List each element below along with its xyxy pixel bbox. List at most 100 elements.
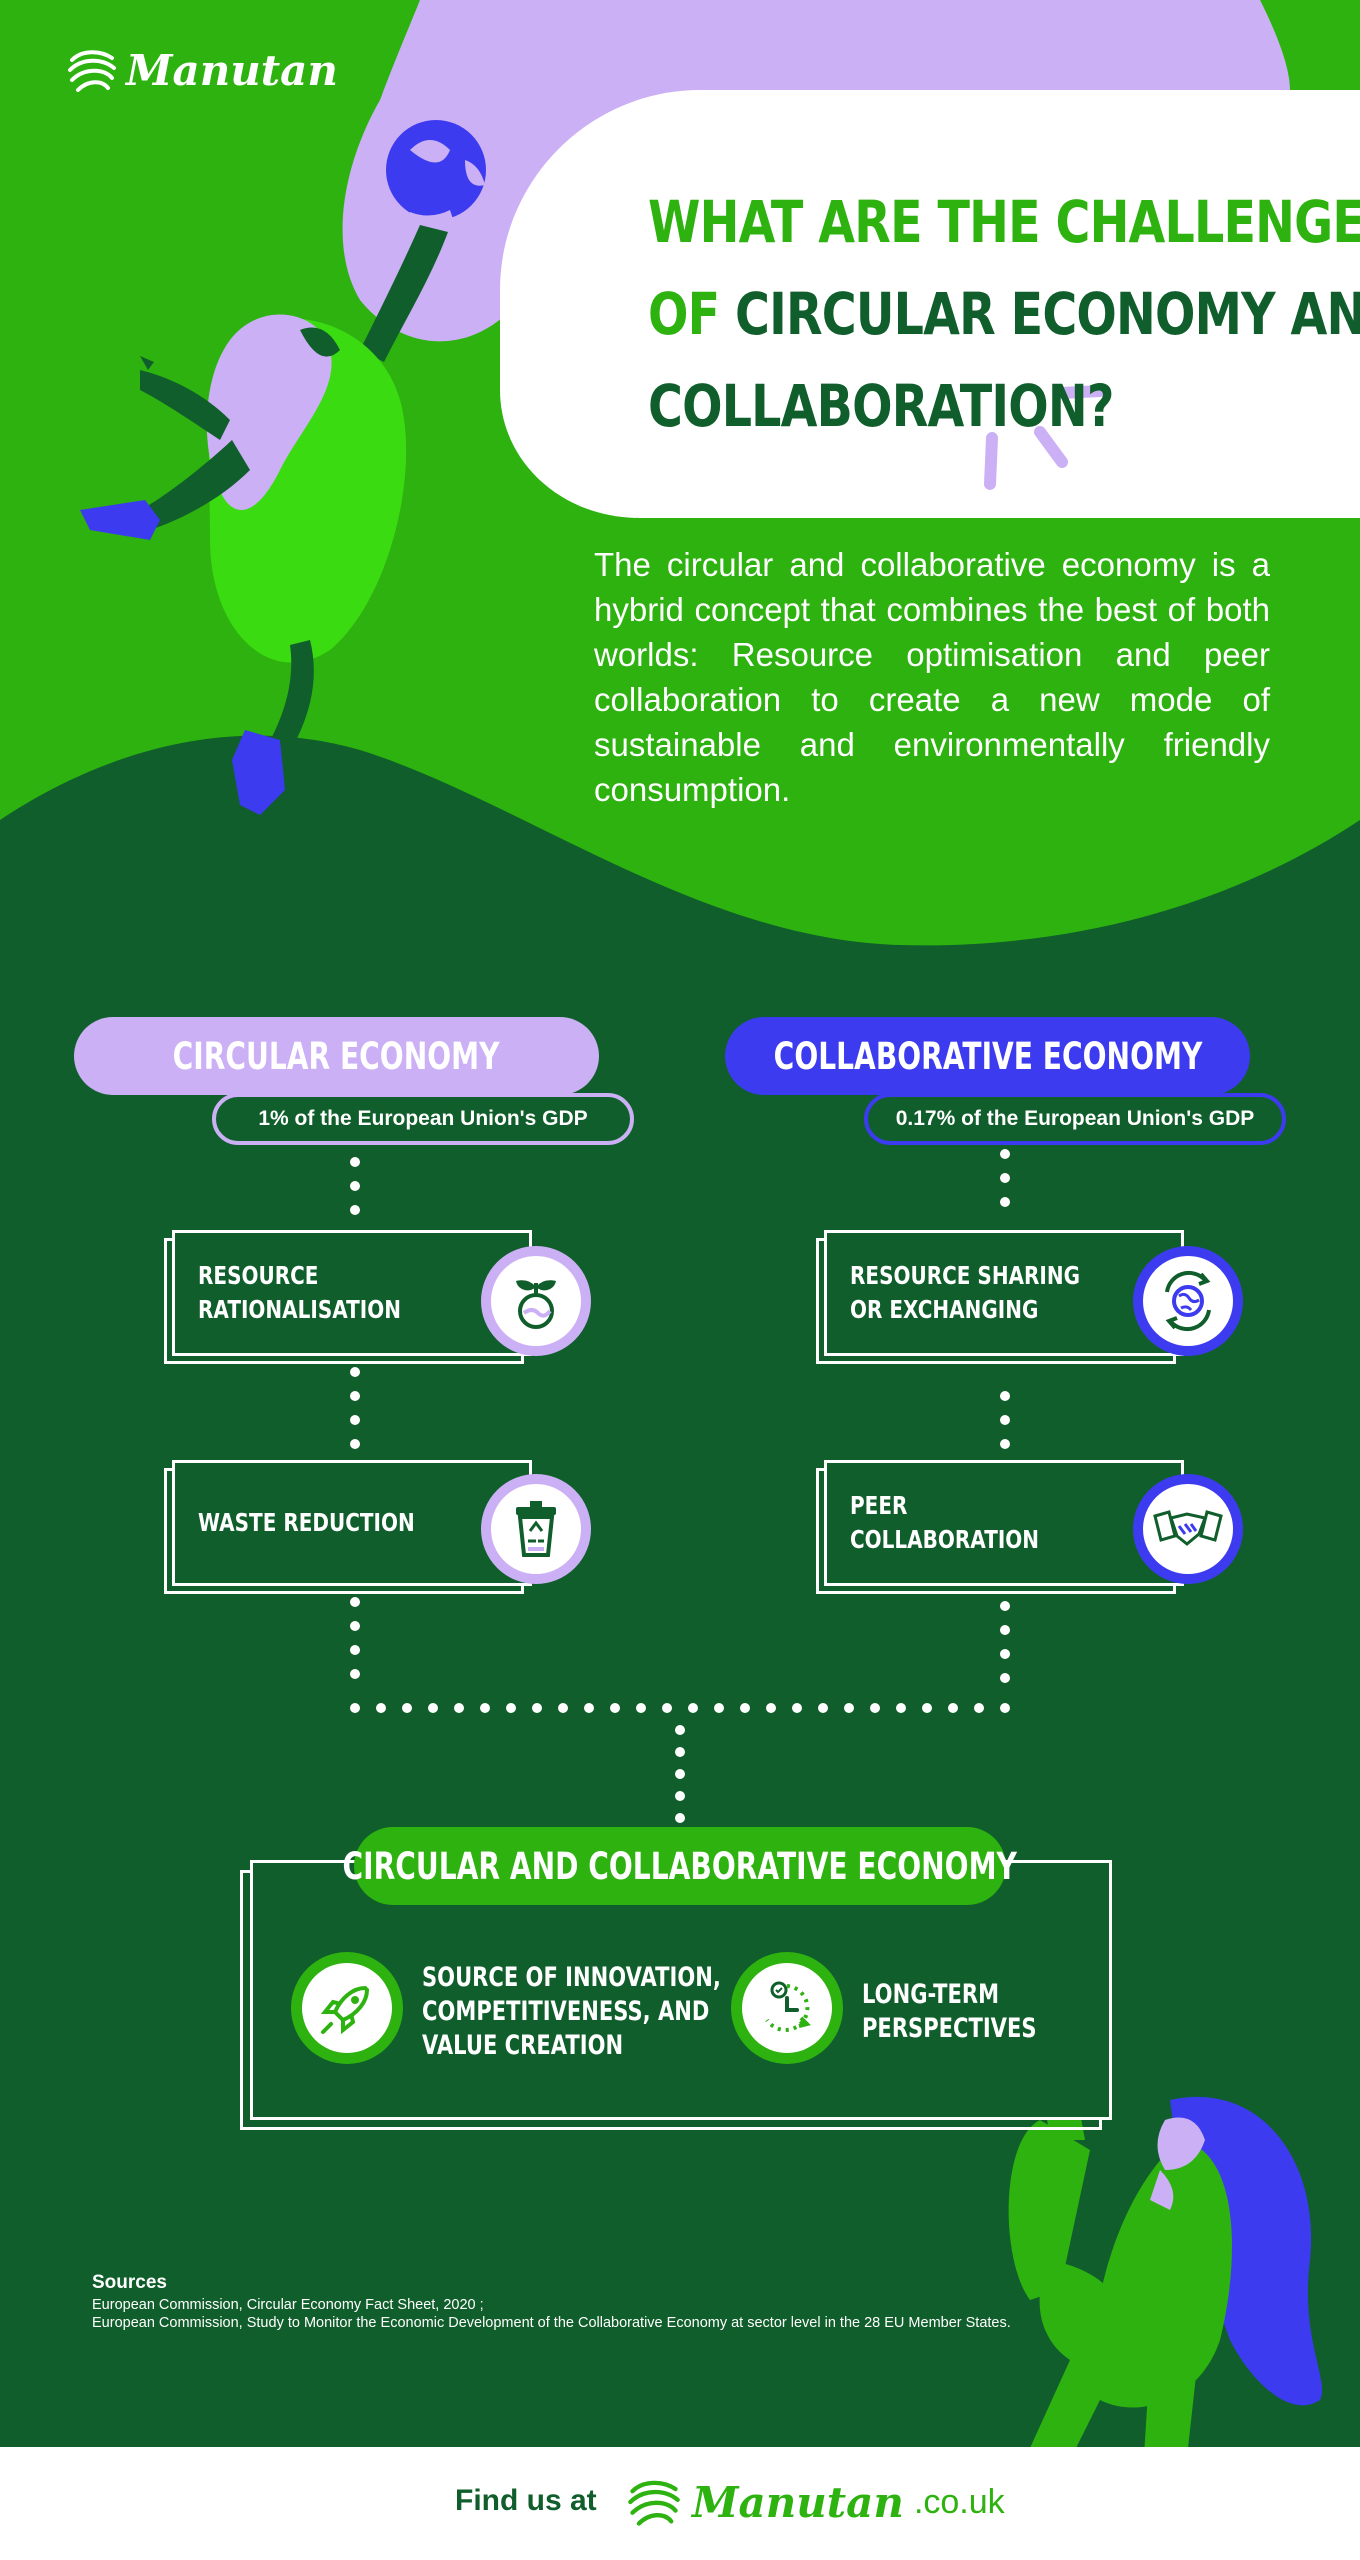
connector-dot — [688, 1703, 698, 1713]
connector-dot — [1000, 1673, 1010, 1683]
manutan-swirl-icon — [68, 50, 116, 92]
sitting-woman-illustration — [1008, 2016, 1323, 2545]
connector-dot — [1000, 1149, 1010, 1159]
combined-item-long-term: LONG-TERM PERSPECTIVES — [862, 1978, 1086, 2046]
card-label: PEER COLLABORATION — [850, 1491, 1040, 1554]
manutan-swirl-icon — [628, 2480, 680, 2526]
connector-dot — [896, 1703, 906, 1713]
page-title: WHAT ARE THE CHALLENGES OF CIRCULAR ECON… — [648, 176, 1360, 452]
connector-dot — [1000, 1703, 1010, 1713]
connector-dot — [974, 1703, 984, 1713]
connector-dot — [662, 1703, 672, 1713]
card-label: RESOURCE RATIONALISATION — [198, 1261, 401, 1324]
connector-dot — [1000, 1415, 1010, 1425]
connector-dot — [350, 1439, 360, 1449]
connector-dot — [922, 1703, 932, 1713]
connector-dot — [480, 1703, 490, 1713]
recycle-bin-icon — [481, 1474, 591, 1584]
sources-section: Sources European Commission, Circular Ec… — [92, 2272, 1011, 2332]
connector-dot — [1000, 1391, 1010, 1401]
connector-dot — [558, 1703, 568, 1713]
connector-dot — [584, 1703, 594, 1713]
connector-dot — [350, 1181, 360, 1191]
sparkle-decoration — [984, 385, 1106, 490]
title-line-2-rest: CIRCULAR ECONOMY AND — [719, 280, 1360, 348]
connector-dot — [792, 1703, 802, 1713]
card-resource-sharing: RESOURCE SHARING OR EXCHANGING — [816, 1230, 1184, 1364]
connector-dot — [350, 1597, 360, 1607]
connector-dot — [714, 1703, 724, 1713]
circular-economy-heading: CIRCULAR ECONOMY — [74, 1017, 599, 1095]
connector-dot — [350, 1645, 360, 1655]
title-line-3: COLLABORATION? — [648, 372, 1114, 440]
connector-dot — [402, 1703, 412, 1713]
footer-logo-wordmark: Manutan — [692, 2477, 904, 2527]
connector-dot — [1000, 1439, 1010, 1449]
connector-dot — [870, 1703, 880, 1713]
connector-dot — [1000, 1173, 1010, 1183]
plant-globe-icon — [481, 1246, 591, 1356]
connector-dot — [506, 1703, 516, 1713]
connector-dot — [376, 1703, 386, 1713]
connector-dot — [454, 1703, 464, 1713]
connector-dot — [350, 1703, 360, 1713]
collaborative-economy-heading: COLLABORATIVE ECONOMY — [725, 1017, 1250, 1095]
connector-dot — [740, 1703, 750, 1713]
combined-item-label: SOURCE OF INNOVATION, COMPETITIVENESS, A… — [422, 1962, 721, 2061]
connector-dot — [1000, 1625, 1010, 1635]
connector-dot — [818, 1703, 828, 1713]
card-label: RESOURCE SHARING OR EXCHANGING — [850, 1261, 1081, 1324]
connector-dot — [1000, 1601, 1010, 1611]
connector-dot — [350, 1157, 360, 1167]
footer-logo-link[interactable]: Manutan .co.uk — [626, 2474, 1005, 2530]
connector-dot — [675, 1769, 685, 1779]
footer-bar — [0, 2447, 1360, 2560]
source-line-1: European Commission, Circular Economy Fa… — [92, 2297, 484, 2313]
globe-exchange-icon — [1133, 1246, 1243, 1356]
intro-paragraph: The circular and collaborative economy i… — [594, 546, 1270, 808]
connector-dot — [610, 1703, 620, 1713]
sources-heading: Sources — [92, 2272, 167, 2293]
card-waste-reduction: WASTE REDUCTION — [164, 1460, 532, 1594]
connector-dot — [350, 1621, 360, 1631]
connector-dot — [675, 1791, 685, 1801]
card-peer-collaboration: PEER COLLABORATION — [816, 1460, 1184, 1594]
connector-dot — [428, 1703, 438, 1713]
find-us-text: Find us at — [455, 2484, 597, 2517]
connector-dot — [766, 1703, 776, 1713]
clock-icon — [731, 1952, 843, 2064]
connector-dot — [350, 1205, 360, 1215]
title-line-2: OF CIRCULAR ECONOMY AND — [648, 268, 1360, 360]
connector-dot — [675, 1747, 685, 1757]
title-line-2-prefix: OF — [648, 280, 720, 348]
connector-dot — [636, 1703, 646, 1713]
circular-economy-stat: 1% of the European Union's GDP — [212, 1093, 634, 1145]
combined-economy-title: CIRCULAR AND COLLABORATIVE ECONOMY — [342, 1844, 1018, 1888]
manutan-logo[interactable]: Manutan — [66, 44, 338, 96]
card-label: WASTE REDUCTION — [198, 1508, 415, 1537]
circular-economy-title: CIRCULAR ECONOMY — [173, 1034, 500, 1078]
combined-item-label: LONG-TERM PERSPECTIVES — [862, 1979, 1037, 2044]
rocket-icon — [291, 1952, 403, 2064]
title-line-1: WHAT ARE THE CHALLENGES — [648, 188, 1360, 256]
logo-wordmark: Manutan — [126, 45, 338, 95]
connector-dot — [948, 1703, 958, 1713]
dotted-connectors — [350, 1149, 1010, 1823]
connector-dot — [675, 1813, 685, 1823]
connector-dot — [350, 1669, 360, 1679]
connector-dot — [1000, 1649, 1010, 1659]
connector-dot — [675, 1725, 685, 1735]
collaborative-economy-stat: 0.17% of the European Union's GDP — [864, 1093, 1286, 1145]
connector-dot — [844, 1703, 854, 1713]
card-resource-rationalisation: RESOURCE RATIONALISATION — [164, 1230, 532, 1364]
connector-dot — [350, 1367, 360, 1377]
connector-dot — [350, 1415, 360, 1425]
footer-logo-domain: .co.uk — [913, 2482, 1005, 2521]
connector-dot — [350, 1391, 360, 1401]
combined-item-innovation: SOURCE OF INNOVATION, COMPETITIVENESS, A… — [422, 1961, 805, 2063]
connector-dot — [532, 1703, 542, 1713]
jumping-woman-illustration — [80, 120, 486, 815]
collaborative-economy-title: COLLABORATIVE ECONOMY — [773, 1034, 1202, 1078]
combined-economy-heading: CIRCULAR AND COLLABORATIVE ECONOMY — [343, 1827, 1017, 1905]
